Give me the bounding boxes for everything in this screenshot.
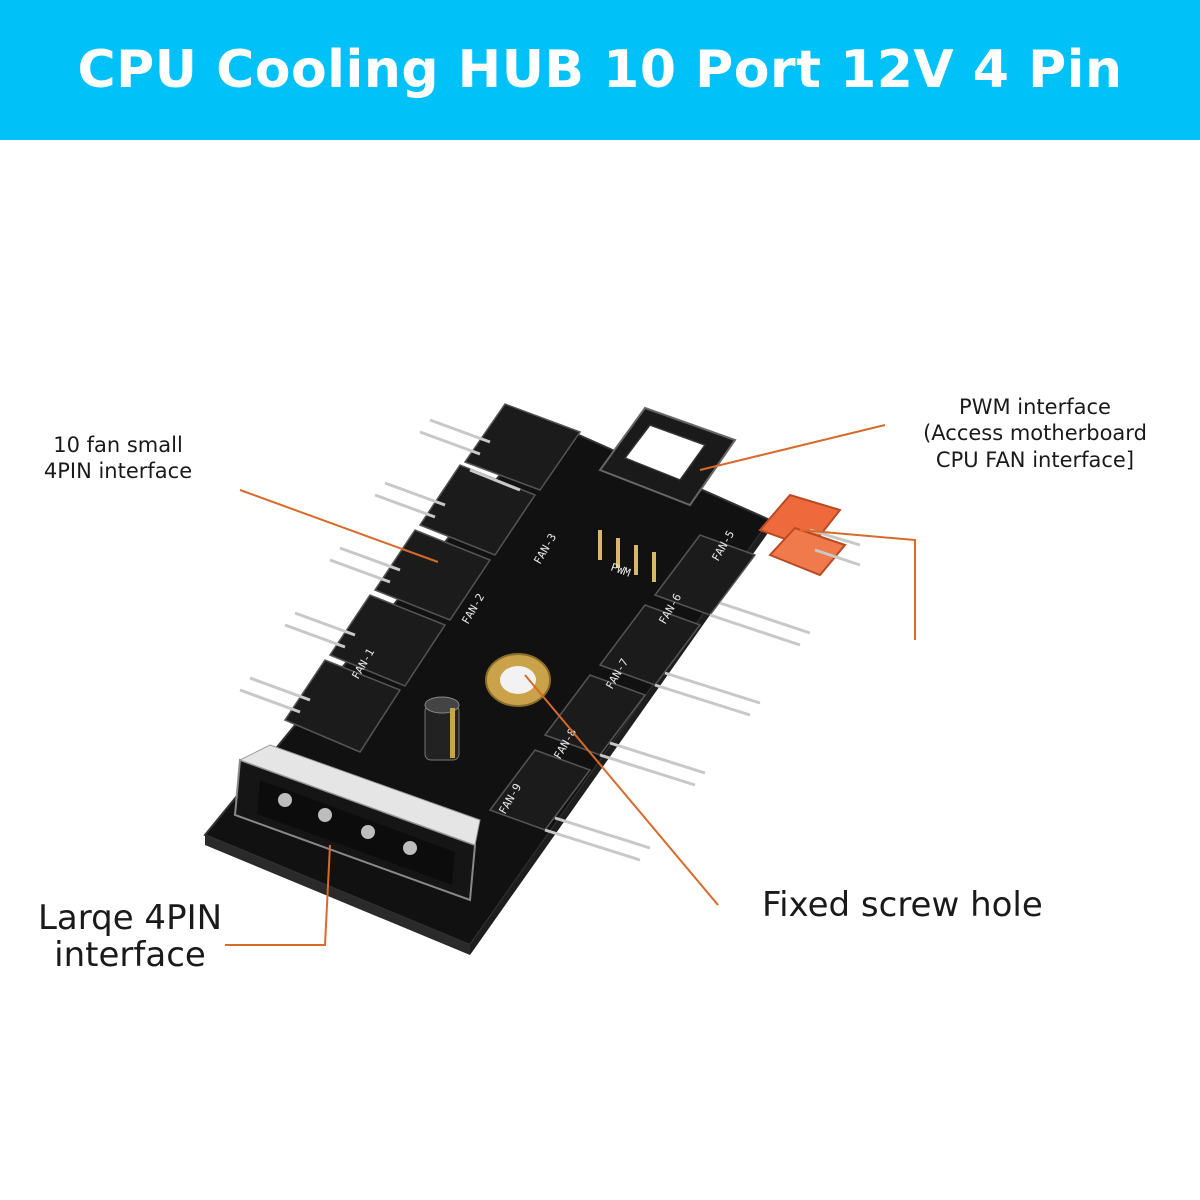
fan-header-pins-lower [544,601,811,862]
callout-fan-ports: 10 fan small 4PIN interface [18,432,218,485]
callout-pwm: PWM interface (Access motherboard CPU FA… [890,394,1180,473]
callout-large-4pin-line2: interface [54,935,206,976]
pwm-orange-plug [758,493,861,577]
callout-fan-ports-line1: 10 fan small [53,433,183,457]
callout-pwm-line3: CPU FAN interface] [935,447,1135,472]
large-4pin-connector [233,744,481,902]
leader-fan-ports [239,489,439,563]
callout-screw-hole: Fixed screw hole [762,884,1082,927]
callout-pwm-line2: (Access motherboard [923,421,1147,446]
fan-header-row-upper [283,403,582,753]
screw-hole [485,653,551,707]
leader-orange-plug [799,529,916,640]
callout-fan-ports-line2: 4PIN interface [43,459,193,484]
pwm-header [598,406,737,582]
leader-screw [524,674,719,906]
page-title: CPU Cooling HUB 10 Port 12V 4 Pin [77,40,1123,100]
capacitor [424,696,460,761]
callout-large-4pin: Larqe 4PIN interface [20,898,240,976]
leader-lines [225,424,916,946]
leader-pwm [699,424,886,471]
leader-large-4pin [225,844,331,946]
fan-header-pins-upper [239,418,521,714]
callout-screw-hole-text: Fixed screw hole [762,885,1043,925]
callout-pwm-line1: PWM interface [959,395,1111,419]
header-banner: CPU Cooling HUB 10 Port 12V 4 Pin [0,0,1200,140]
pcb-edge [205,835,470,955]
callout-large-4pin-line1: Larqe 4PIN [37,898,223,938]
fan-header-row-lower [488,534,757,831]
